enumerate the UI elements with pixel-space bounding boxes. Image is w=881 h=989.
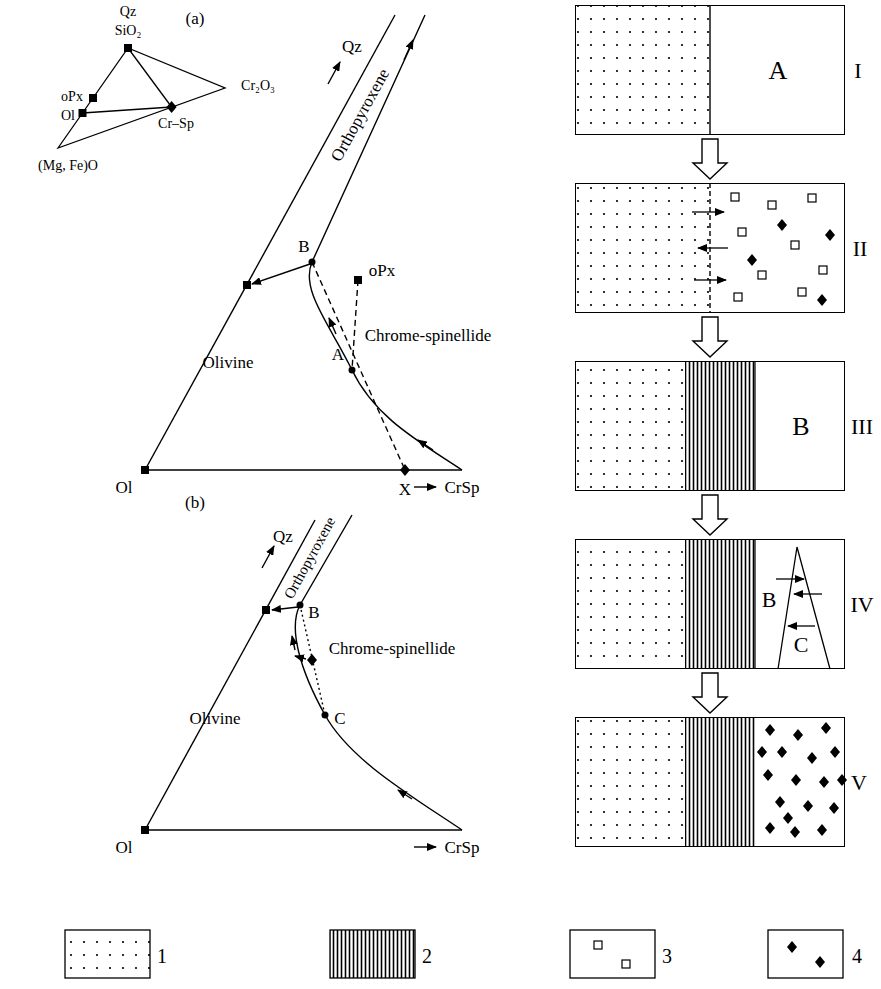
diagram-label: Qz xyxy=(120,5,136,19)
stage-number: III xyxy=(851,416,873,438)
legend-number: 4 xyxy=(852,946,862,966)
stage-panel: IVBC xyxy=(575,539,845,669)
diagram-label: A xyxy=(332,346,344,363)
stage-arrow xyxy=(693,673,727,713)
region-letter: C xyxy=(794,634,809,656)
diagram-label: B xyxy=(308,604,319,621)
diagram-label: Chrome-spinellide xyxy=(365,327,492,344)
diagram-label: Orthopyroxene xyxy=(328,66,392,164)
legend-number: 3 xyxy=(662,946,672,966)
diagram-label: C xyxy=(334,710,345,727)
stage-panel: IIIB xyxy=(575,361,845,491)
stage-arrow xyxy=(693,495,727,535)
stage-arrow xyxy=(693,139,727,179)
diagram-label: Olivine xyxy=(203,354,254,371)
diagram-label: oPx xyxy=(369,262,395,279)
diagram-label: Qz xyxy=(273,528,293,545)
diagram-label: X xyxy=(399,481,411,498)
diagram-label: CrSp xyxy=(445,839,480,856)
stage-arrow xyxy=(693,317,727,357)
legend-number: 1 xyxy=(157,946,167,966)
diagram-label: (Mg, Fe)O xyxy=(38,159,98,173)
diagram-label: Cr–Sp xyxy=(158,117,194,131)
diagram-label: oPx xyxy=(61,90,83,104)
stage-number: IV xyxy=(850,594,873,616)
stage-number: V xyxy=(851,772,867,794)
stage-panel: V xyxy=(575,717,845,847)
legend-swatches xyxy=(65,930,843,978)
diagram-label: (b) xyxy=(185,494,205,511)
stage-number: II xyxy=(853,238,868,260)
diagram-label: SiO₂ xyxy=(115,24,142,38)
diagram-label: Ol xyxy=(61,109,75,123)
diagram-label: Ol xyxy=(116,839,133,856)
diagram-label: (a) xyxy=(186,10,205,27)
diagram-label: B xyxy=(298,238,309,255)
diagram-label: Olivine xyxy=(190,710,241,727)
diagram-label: Qz xyxy=(342,38,362,55)
diagram-label: CrSp xyxy=(445,479,480,496)
diagram-label: Cr₂O₃ xyxy=(241,79,275,93)
stage-number: I xyxy=(854,60,861,82)
diagram-label: Ol xyxy=(116,479,133,496)
region-letter: B xyxy=(792,414,809,440)
stage-panel: IA xyxy=(575,5,845,135)
stage-panel: II xyxy=(575,183,845,313)
legend-number: 2 xyxy=(422,946,432,966)
diagram-label: Chrome-spinellide xyxy=(329,640,456,657)
region-letter: B xyxy=(762,589,777,611)
region-letter: A xyxy=(769,58,788,84)
